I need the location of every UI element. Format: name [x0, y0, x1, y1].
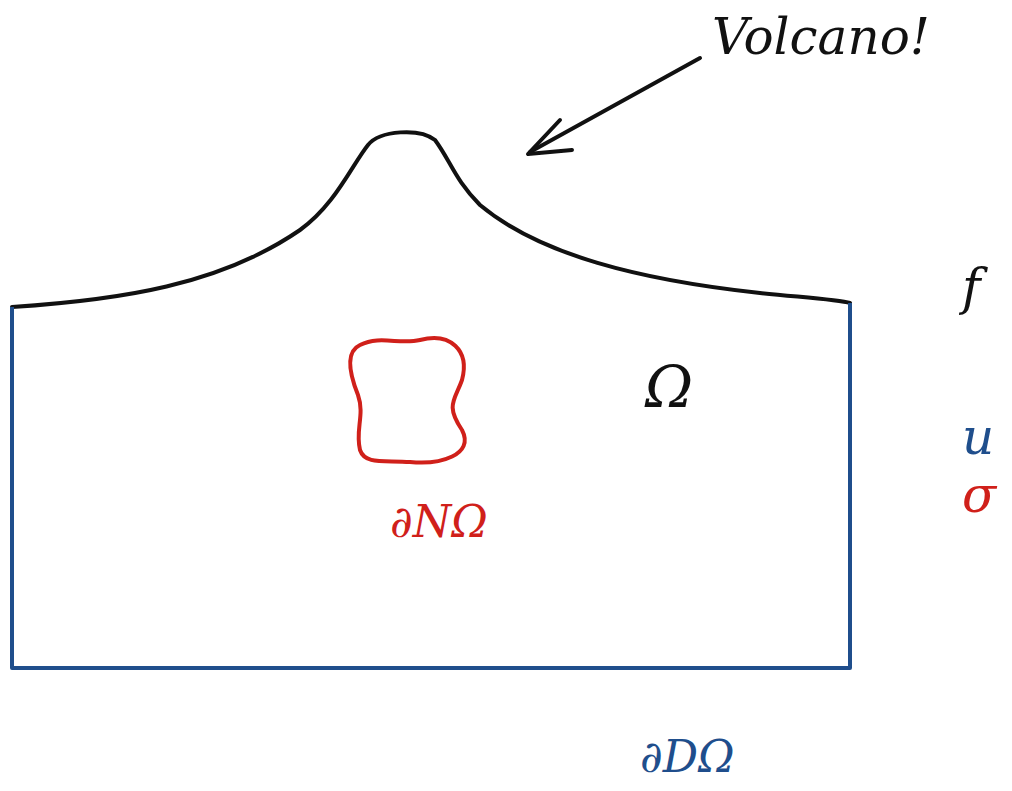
callout-label: Volcano! — [712, 12, 930, 62]
dirichlet-boundary — [12, 303, 850, 668]
stress-label: σ — [962, 470, 996, 520]
callout-arrow — [530, 58, 700, 152]
volcano-surface — [12, 132, 850, 307]
neumann-boundary — [350, 338, 464, 462]
dirichlet-label: ∂DΩ — [640, 735, 735, 779]
source-label: f — [962, 262, 981, 312]
displacement-label: u — [962, 412, 994, 462]
neumann-label: ∂NΩ — [390, 500, 488, 544]
callout-arrowhead — [528, 120, 572, 154]
domain-label: Ω — [645, 358, 693, 416]
